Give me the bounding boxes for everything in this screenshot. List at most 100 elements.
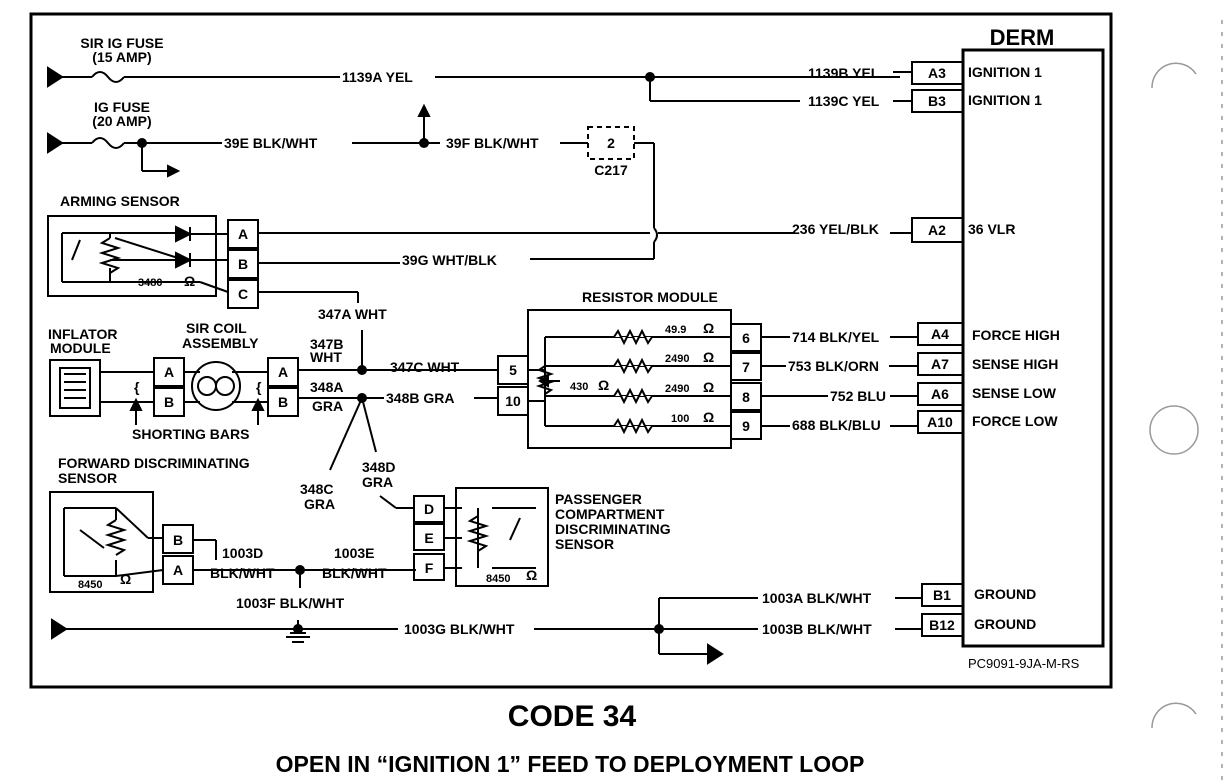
passenger-pin-d: D <box>424 501 434 517</box>
resistor-1-unit: Ω <box>703 320 714 336</box>
sir-ig-fuse-label: SIR IG FUSE <box>80 35 163 51</box>
passenger-sensor-unit: Ω <box>526 567 537 583</box>
sir-ig-fuse-amp: (15 AMP) <box>92 49 151 65</box>
wire-1139c: 1139C YEL <box>808 93 880 109</box>
passenger-pin-f: F <box>425 560 434 576</box>
forward-pin-a: A <box>173 562 183 578</box>
derm-label-a7: SENSE HIGH <box>972 356 1058 372</box>
binder-hole-bottom <box>1151 702 1197 729</box>
wire-39f: 39F BLK/WHT <box>446 135 539 151</box>
derm-pin-b3: B3 <box>928 93 946 109</box>
wire-1003d-2: BLK/WHT <box>210 565 275 581</box>
wire-348c-1: 348C <box>300 481 333 497</box>
wire-347c: 347C WHT <box>390 359 460 375</box>
resistor-3-unit: Ω <box>703 379 714 395</box>
wire-348b: 348B GRA <box>386 390 454 406</box>
code-title: CODE 34 <box>508 700 637 733</box>
passenger-title-2: COMPARTMENT <box>555 506 665 522</box>
arming-pin-b: B <box>238 256 248 272</box>
resistor-pin-10: 10 <box>505 393 521 409</box>
inflator-module-box <box>49 359 101 417</box>
wire-1003d-1: 1003D <box>222 545 263 561</box>
forward-sensor-title-2: SENSOR <box>58 470 117 486</box>
passenger-pin-e: E <box>424 530 433 546</box>
wire-714: 714 BLK/YEL <box>792 329 880 345</box>
wire-347a: 347A WHT <box>318 306 387 322</box>
resistor-pin-9: 9 <box>742 418 750 434</box>
derm-label-a4: FORCE HIGH <box>972 327 1060 343</box>
coil-pin-a: A <box>278 364 288 380</box>
resistor-pin-6: 6 <box>742 330 750 346</box>
arming-pin-c: C <box>238 286 248 302</box>
wire-348d-1: 348D <box>362 459 395 475</box>
resistor-center-unit: Ω <box>598 377 609 393</box>
shorting-bars-label: SHORTING BARS <box>132 426 249 442</box>
resistor-pin-7: 7 <box>742 359 750 375</box>
derm-label-b3: IGNITION 1 <box>968 92 1042 108</box>
arming-sensor-resistance: 3480 <box>138 277 162 289</box>
inflator-title-2: MODULE <box>50 340 111 356</box>
derm-label-a3: IGNITION 1 <box>968 64 1042 80</box>
ig-fuse-amp: (20 AMP) <box>92 113 151 129</box>
binder-hole-middle <box>1149 405 1199 455</box>
arming-sensor-box <box>47 215 217 297</box>
sir-coil-title-1: SIR COIL <box>186 320 247 336</box>
wire-236: 236 YEL/BLK <box>792 221 879 237</box>
arming-pin-a: A <box>238 226 248 242</box>
derm-pin-a3: A3 <box>928 65 946 81</box>
derm-label-b12: GROUND <box>974 616 1036 632</box>
forward-sensor-resistance: 8450 <box>78 579 102 591</box>
ig-fuse-label: IG FUSE <box>94 99 150 115</box>
wire-347b-1: 347B <box>310 336 343 352</box>
passenger-title-4: SENSOR <box>555 536 614 552</box>
derm-pin-a4: A4 <box>931 326 949 342</box>
derm-pin-a6: A6 <box>931 386 949 402</box>
resistor-1-value: 49.9 <box>665 324 686 336</box>
derm-label-a10: FORCE LOW <box>972 413 1058 429</box>
resistor-center-value: 430 <box>570 381 588 393</box>
c217-pin: 2 <box>607 135 615 151</box>
wire-688: 688 BLK/BLU <box>792 417 881 433</box>
inflator-pin-b: B <box>164 394 174 410</box>
resistor-2-unit: Ω <box>703 349 714 365</box>
wire-39e: 39E BLK/WHT <box>224 135 318 151</box>
inflator-pin-a: A <box>164 364 174 380</box>
wire-1003b: 1003B BLK/WHT <box>762 621 872 637</box>
derm-module <box>961 48 1105 648</box>
wire-348a-1: 348A <box>310 379 343 395</box>
derm-label-b1: GROUND <box>974 586 1036 602</box>
coil-pin-b: B <box>278 394 288 410</box>
derm-label-a2: 36 VLR <box>968 221 1015 237</box>
resistor-4-value: 100 <box>671 413 689 425</box>
forward-pin-b: B <box>173 532 183 548</box>
code-subtitle: OPEN IN “IGNITION 1” FEED TO DEPLOYMENT … <box>276 751 865 777</box>
sir-ig-fuse-symbol <box>91 71 125 83</box>
wire-1139b: 1139B YEL <box>808 65 880 81</box>
forward-sensor-box <box>49 491 154 593</box>
wire-752: 752 BLU <box>830 388 886 404</box>
derm-pin-a2: A2 <box>928 222 946 238</box>
ig-fuse-terminal <box>47 132 64 154</box>
resistor-3-value: 2490 <box>665 383 689 395</box>
resistor-module-title: RESISTOR MODULE <box>582 289 718 305</box>
c217-connector <box>587 126 635 160</box>
diagram-frame <box>29 12 1113 689</box>
wire-347b-2: WHT <box>310 349 342 365</box>
shorting-brace-left: { <box>134 379 140 395</box>
wire-348a-2: GRA <box>312 398 343 414</box>
sir-coil <box>191 361 241 411</box>
resistor-pin-5: 5 <box>509 362 517 378</box>
ground-terminal <box>51 618 68 640</box>
wire-1139a: 1139A YEL <box>342 69 413 85</box>
derm-pin-a10: A10 <box>927 414 953 430</box>
wire-753: 753 BLK/ORN <box>788 358 879 374</box>
binder-hole-top <box>1151 62 1197 89</box>
figure-id: PC9091-9JA-M-RS <box>968 656 1080 671</box>
wire-39g: 39G WHT/BLK <box>402 252 497 268</box>
forward-sensor-unit: Ω <box>120 571 131 587</box>
wire-1003g: 1003G BLK/WHT <box>404 621 515 637</box>
derm-title: DERM <box>990 25 1055 50</box>
c217-label: C217 <box>594 162 628 178</box>
ig-fuse-symbol <box>91 137 125 149</box>
